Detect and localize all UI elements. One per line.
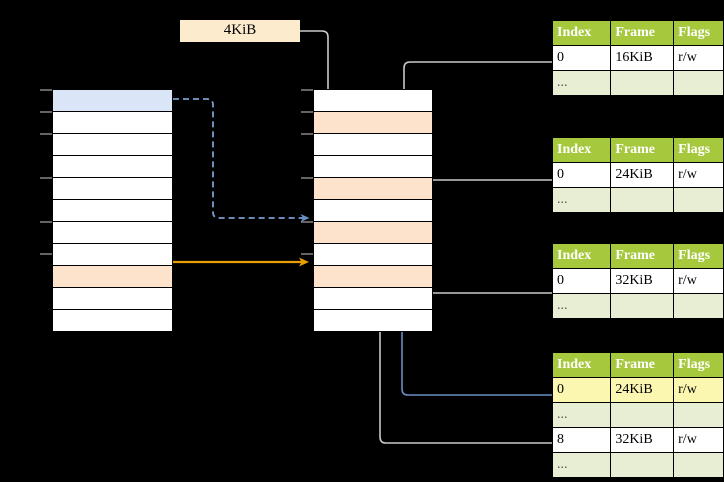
virtual-page-row[interactable] xyxy=(53,222,172,244)
middle-column-ticks xyxy=(301,89,313,255)
table-cell-index[interactable]: ... xyxy=(551,293,612,319)
table-cell-index[interactable]: 0 xyxy=(551,268,612,294)
table-cell-flags[interactable] xyxy=(673,402,724,428)
table-cell-flags[interactable]: r/w xyxy=(673,45,724,71)
column-header-index: Index xyxy=(551,243,612,269)
connector-virtual-to-physical-dashed xyxy=(173,98,310,222)
table-cell-frame[interactable] xyxy=(610,70,675,96)
column-header-frame: Frame xyxy=(610,20,675,46)
table-cell-frame[interactable]: 24KiB xyxy=(610,377,675,403)
table-cell-index[interactable]: 0 xyxy=(551,45,612,71)
virtual-page-row[interactable] xyxy=(53,112,172,134)
table-cell-index[interactable]: 0 xyxy=(551,377,612,403)
physical-frame-row[interactable] xyxy=(314,310,432,331)
column-header-frame: Frame xyxy=(610,243,675,269)
page-size-label: 4KiB xyxy=(180,20,300,42)
virtual-page-row[interactable] xyxy=(53,178,172,200)
table-row[interactable]: ... xyxy=(551,452,724,478)
table-cell-index[interactable]: 0 xyxy=(551,162,612,188)
left-column-ticks xyxy=(40,89,52,255)
physical-frame-row[interactable] xyxy=(314,90,432,112)
physical-memory-column xyxy=(313,89,433,332)
column-header-index: Index xyxy=(551,20,612,46)
virtual-page-row[interactable] xyxy=(53,266,172,288)
table-row[interactable]: ... xyxy=(551,187,724,213)
virtual-page-row[interactable] xyxy=(53,200,172,222)
table-cell-flags[interactable] xyxy=(673,70,724,96)
virtual-page-row[interactable] xyxy=(53,90,172,112)
table-cell-frame[interactable] xyxy=(610,402,675,428)
virtual-page-row[interactable] xyxy=(53,156,172,178)
table-cell-frame[interactable]: 32KiB xyxy=(610,427,675,453)
table-cell-index[interactable]: ... xyxy=(551,402,612,428)
column-header-flags: Flags xyxy=(673,352,724,378)
table-cell-frame[interactable] xyxy=(610,187,675,213)
virtual-page-row[interactable] xyxy=(53,134,172,156)
table-row[interactable]: ... xyxy=(551,402,724,428)
table-cell-flags[interactable]: r/w xyxy=(673,377,724,403)
column-header-flags: Flags xyxy=(673,137,724,163)
physical-frame-row[interactable] xyxy=(314,134,432,156)
physical-frame-row[interactable] xyxy=(314,222,432,244)
physical-frame-row[interactable] xyxy=(314,156,432,178)
table-cell-flags[interactable]: r/w xyxy=(673,427,724,453)
column-header-frame: Frame xyxy=(610,137,675,163)
table-cell-flags[interactable] xyxy=(673,452,724,478)
table-cell-index[interactable]: ... xyxy=(551,452,612,478)
table-row[interactable]: ... xyxy=(551,70,724,96)
column-header-flags: Flags xyxy=(673,243,724,269)
virtual-page-row[interactable] xyxy=(53,310,172,331)
table-cell-index[interactable]: ... xyxy=(551,70,612,96)
virtual-page-row[interactable] xyxy=(53,288,172,310)
physical-frame-row[interactable] xyxy=(314,244,432,266)
physical-frame-row[interactable] xyxy=(314,178,432,200)
table-cell-flags[interactable]: r/w xyxy=(673,162,724,188)
virtual-address-space-column xyxy=(52,89,173,332)
table-cell-flags[interactable] xyxy=(673,293,724,319)
physical-frame-row[interactable] xyxy=(314,288,432,310)
table-cell-index[interactable]: ... xyxy=(551,187,612,213)
column-header-flags: Flags xyxy=(673,20,724,46)
table-cell-frame[interactable]: 16KiB xyxy=(610,45,675,71)
table-cell-frame[interactable]: 32KiB xyxy=(610,268,675,294)
table-row[interactable]: ... xyxy=(551,293,724,319)
table-cell-frame[interactable] xyxy=(610,293,675,319)
virtual-page-row[interactable] xyxy=(53,244,172,266)
physical-frame-row[interactable] xyxy=(314,266,432,288)
table-cell-index[interactable]: 8 xyxy=(551,427,612,453)
column-header-frame: Frame xyxy=(610,352,675,378)
table-cell-flags[interactable] xyxy=(673,187,724,213)
column-header-index: Index xyxy=(551,137,612,163)
table-cell-frame[interactable]: 24KiB xyxy=(610,162,675,188)
physical-frame-row[interactable] xyxy=(314,112,432,134)
table-cell-frame[interactable] xyxy=(610,452,675,478)
column-header-index: Index xyxy=(551,352,612,378)
table-cell-flags[interactable]: r/w xyxy=(673,268,724,294)
physical-frame-row[interactable] xyxy=(314,200,432,222)
